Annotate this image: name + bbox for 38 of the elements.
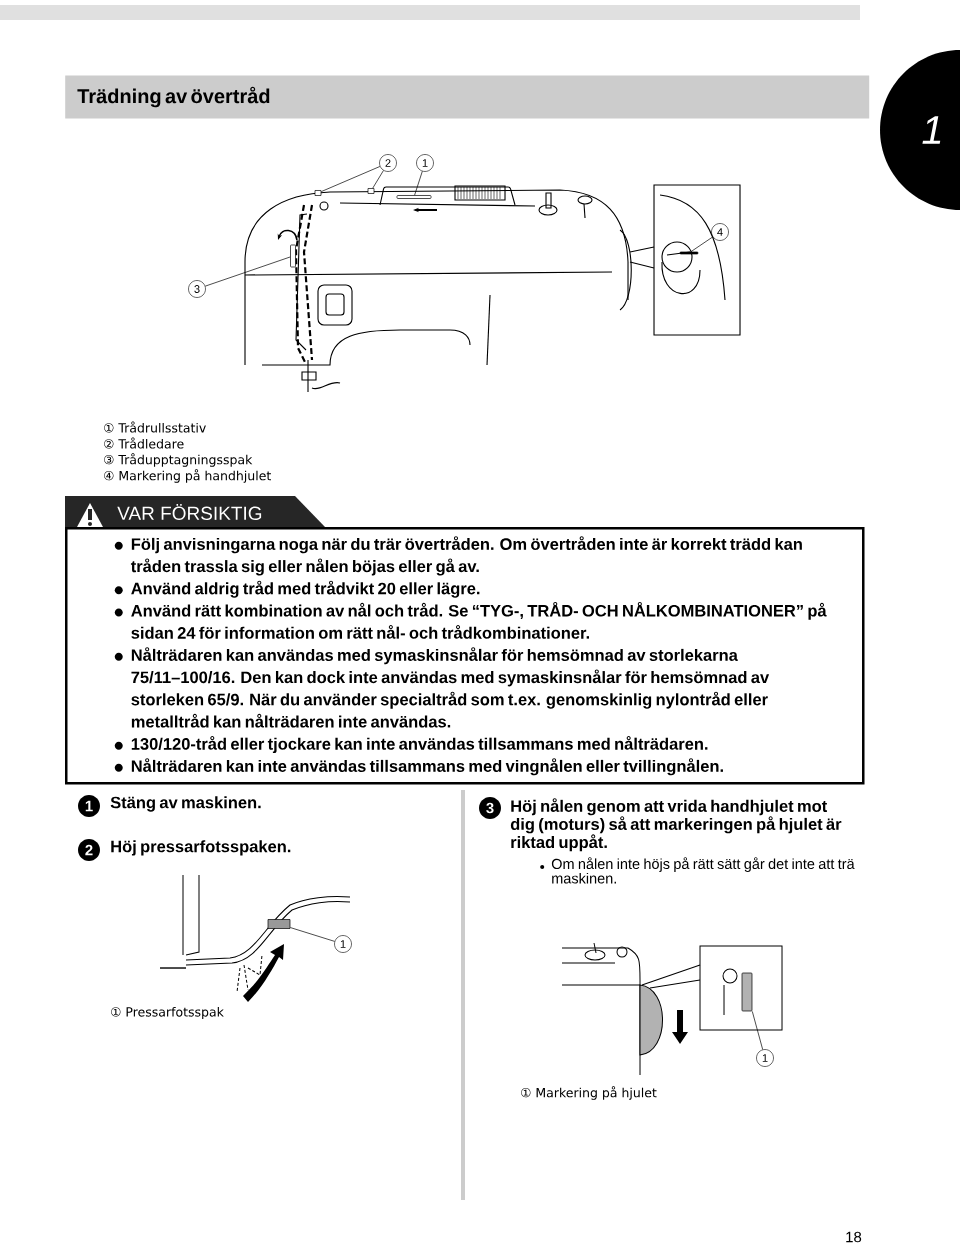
callout-number: 1: [416, 154, 434, 172]
step-badge: 2: [78, 839, 100, 861]
chapter-tab: 1: [880, 50, 960, 210]
callout-number: 1: [334, 935, 352, 953]
step-badge: 1: [78, 795, 100, 817]
legend-item: ① Trådrullsstativ: [104, 421, 206, 433]
callout-number: 4: [711, 223, 729, 241]
page-number: 18: [846, 1231, 862, 1243]
thread-guide: [314, 190, 322, 196]
legend-item: ④ Markering på handhjulet: [104, 469, 271, 483]
callout-number: 3: [188, 280, 206, 298]
callout-number: 1: [756, 1049, 774, 1067]
presser-foot-lever: [267, 919, 291, 929]
warning-box: Följ anvisningarna noga när du trär övertråden. Om övertråden inte är korrekt trädd kan tråden trassla sig eller nålen böjas eller gå av. Använd aldrig tråd med trådvikt 20 eller lägre. Använd rätt kombination av nål och tråd. Se “TYG-, TRÅD- OCH NÅLKOMBINATIONER” på sidan 24 för information om rätt nål- och trådkombinationer. Nålträdaren kan användas med symaskinsnålar för hemsömnad av storlekarna 75/11–100/16. Den kan dock inte användas med symaskinsnålar för hemsömnad av storleken 65/9. När du använder specialtråd som t.ex. genomskinlig nylontråd eller metalltråd kan nålträdaren inte användas. 130/120-tråd eller tjockare kan inte användas tillsammans med nålträdaren. Nålträdaren kan inte användas tillsammans med vingnålen eller tvillingnålen.: [65, 527, 865, 785]
leader-line: [414, 171, 423, 196]
legend-item: ① Pressarfotsspak: [111, 1006, 224, 1020]
spool-pin: [396, 195, 432, 199]
leader-line: [690, 236, 714, 252]
take-up-lever: [290, 244, 296, 268]
warning-header: VAR FÖRSIKTIG: [65, 496, 325, 527]
leader-line: [321, 166, 381, 192]
wheel-mark: [679, 251, 699, 255]
wheel-mark: [741, 972, 753, 1012]
note-text: Om nålen inte höjs på rätt sätt går det inte att trä maskinen.: [540, 857, 855, 884]
legend-item: ① Markering på hjulet: [521, 1086, 657, 1100]
title-band: Trädning av övertråd: [65, 75, 870, 119]
leader-line: [205, 256, 291, 287]
step-text: Stäng av maskinen.: [110, 796, 261, 812]
leader-line: [290, 927, 335, 942]
thread-guide: [367, 188, 375, 194]
leader-line: [751, 1011, 764, 1050]
leader-line: [372, 170, 384, 189]
legend-item: ② Trådledare: [104, 437, 184, 449]
step-text: Höj pressarfotsspaken.: [111, 840, 291, 856]
legend-item: ③ Trådupptagningsspak: [104, 453, 253, 467]
callout-number: 2: [379, 154, 397, 172]
step-badge: 3: [479, 797, 501, 819]
step-text: Höj nålen genom att vrida handhjulet mot dig (moturs) så att markeringen på hjulet är riktad uppåt.: [510, 798, 842, 852]
